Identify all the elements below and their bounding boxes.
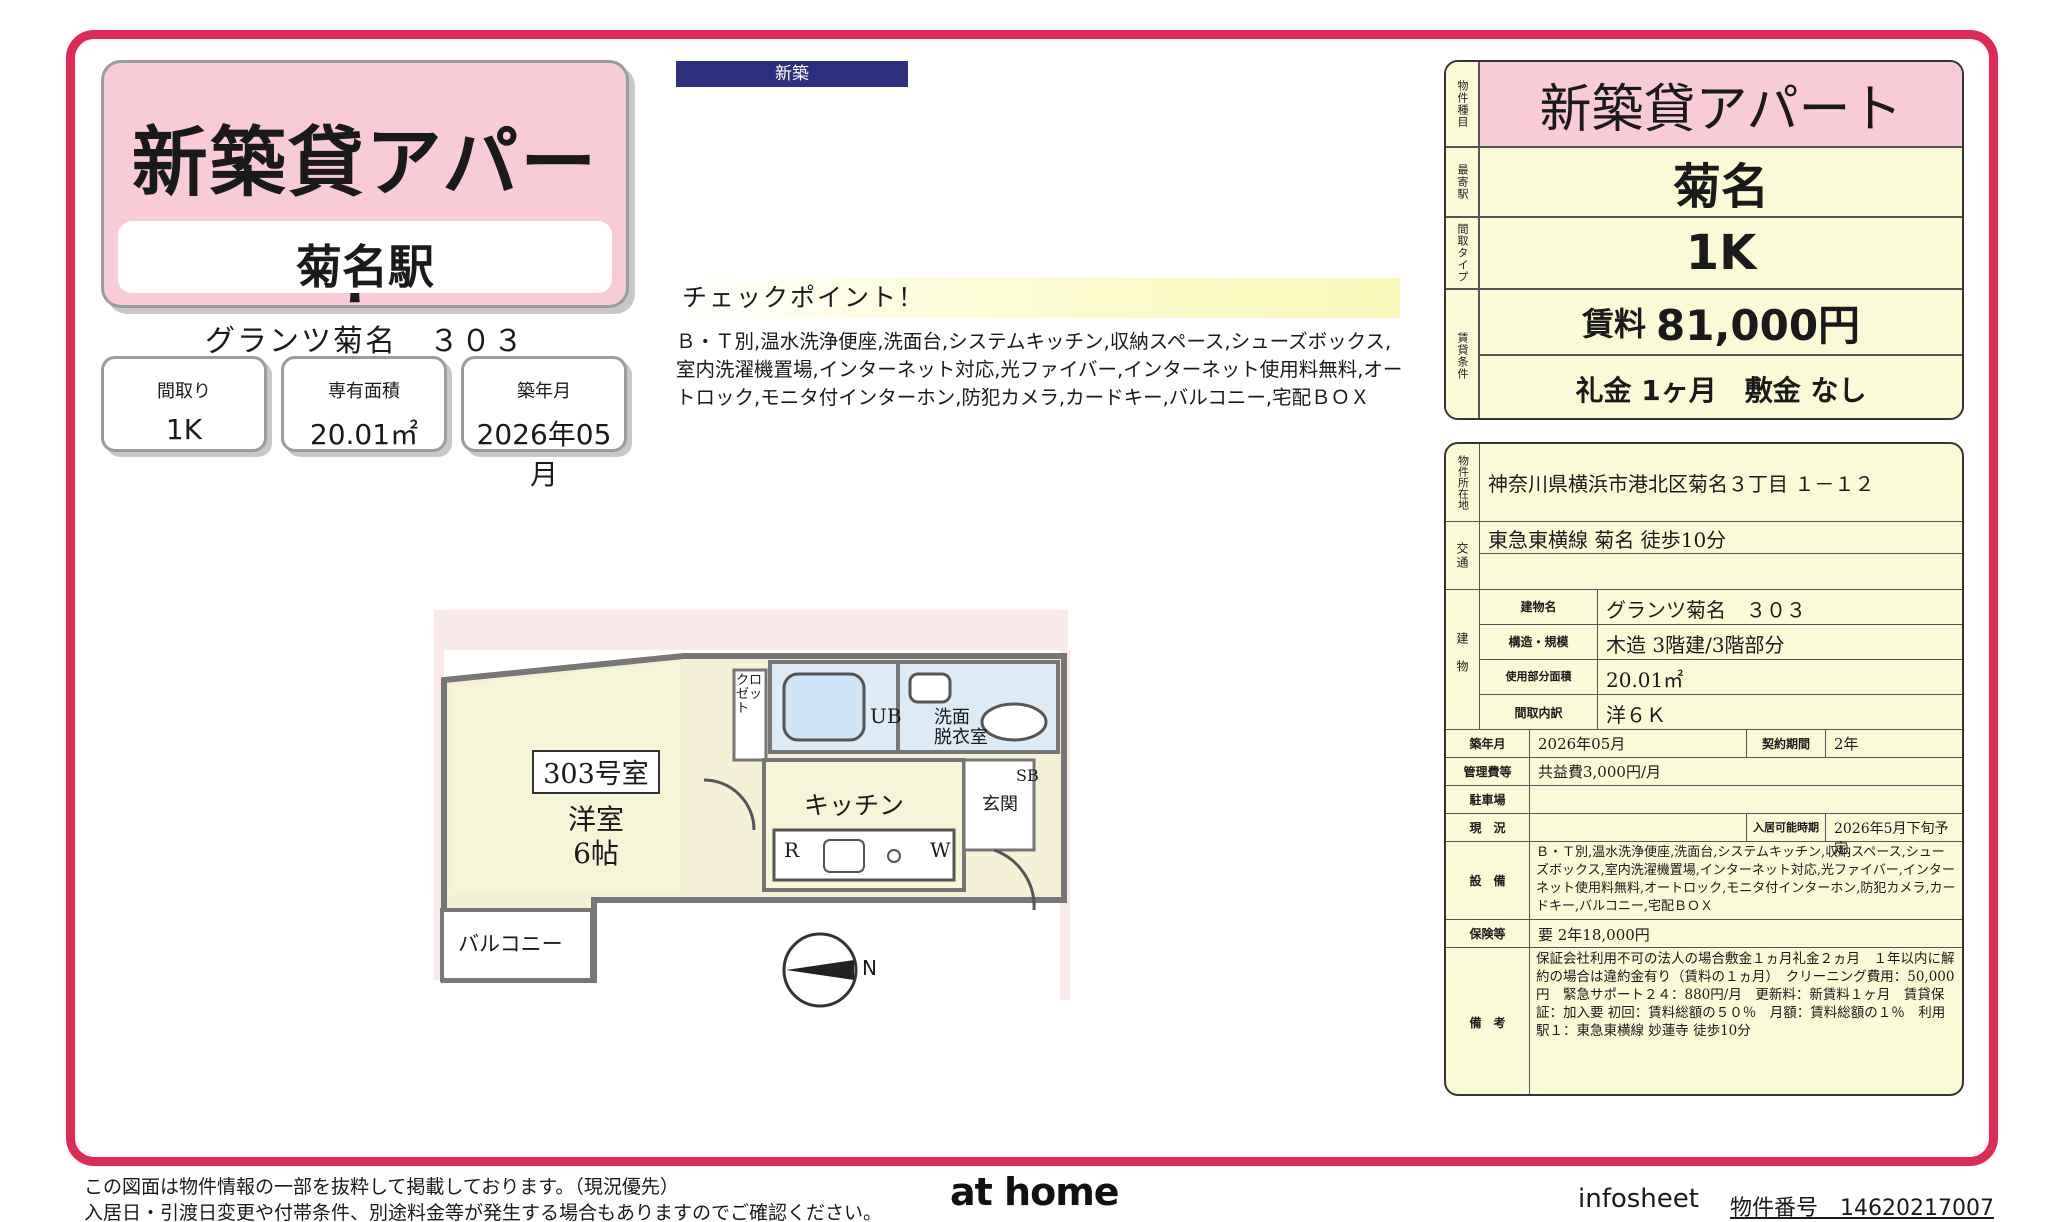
built-value: 2026年05月: [1538, 735, 1626, 753]
floor-plan: 303号室 洋室 6帖 キッチン UB 洗面 脱衣室 クロゼット 玄関 SB バ…: [434, 610, 1070, 1010]
floor-plan-drawing: [434, 610, 1070, 1010]
access-value: 東急東横線 菊名 徒歩10分: [1488, 528, 1727, 552]
summary-layout-label: 間取タイプ: [1446, 218, 1480, 288]
movein-label: 入居可能時期: [1746, 814, 1826, 841]
address-row: 物件所在地 神奈川県横浜市港北区菊名３丁目 １－１２: [1446, 444, 1962, 522]
summary-terms-row: 賃貸条件 賃料 81,000円 礼金 1ヶ月 敷金 なし: [1446, 290, 1962, 418]
structure-label: 構造・規模: [1480, 625, 1598, 659]
equipment-label: 設 備: [1446, 842, 1530, 919]
closet-label: クロゼット: [736, 673, 763, 716]
summary-type-row: 物件種目 新築貸アパート: [1446, 62, 1962, 148]
fridge-label: R: [784, 838, 800, 862]
footer-note: この図面は物件情報の一部を抜粋して掲載しております。（現況優先）: [84, 1176, 679, 1198]
access-line: 東急東横線 菊名 徒歩10分: [1480, 522, 1962, 554]
equipment-row: 設 備 Ｂ・Ｔ別,温水洗浄便座,洗面台,システムキッチン,収納スペース,シューズ…: [1446, 842, 1962, 920]
north-label: N: [862, 956, 877, 980]
built-row: 築年月 2026年05月 契約期間 2年: [1446, 730, 1962, 758]
property-number: 物件番号 14620217007: [1730, 1196, 1994, 1221]
area-row: 使用部分面積 20.01㎡: [1480, 660, 1962, 695]
room-number-label: 303号室: [532, 750, 660, 794]
status-label: 現 況: [1446, 814, 1530, 841]
spec-value: 1K: [165, 413, 203, 446]
building-name-value: グランツ菊名 ３０３: [1606, 598, 1806, 622]
summary-layout-value: 1K: [1685, 225, 1757, 281]
checkpoint-heading: チェックポイント！: [676, 278, 1400, 318]
parking-label: 駐車場: [1446, 786, 1530, 813]
new-build-badge: 新築: [676, 61, 908, 87]
contract-label: 契約期間: [1746, 730, 1826, 757]
fee-value: 共益費3,000円/月: [1538, 763, 1661, 781]
bath-label: UB: [870, 704, 902, 728]
building-name-label: 建物名: [1480, 590, 1598, 624]
area-value: 20.01㎡: [1606, 668, 1684, 692]
fee-label: 管理費等: [1446, 758, 1530, 785]
insurance-row: 保険等 要 2年18,000円: [1446, 920, 1962, 948]
remarks-row: 備 考 保証会社利用不可の法人の場合敷金１ヵ月礼金２ヵ月 １年以内に解約の場合は…: [1446, 948, 1962, 1094]
spec-value: 2026年05月: [476, 418, 612, 491]
movein-value: 2026年5月下旬予定: [1834, 821, 1949, 857]
entrance-label: 玄関: [982, 794, 1018, 815]
page-frame: [66, 30, 1998, 1166]
room-size-label: 6帖: [573, 837, 619, 870]
room-type-label: 洋室: [567, 803, 624, 836]
footer-note: 入居日・引渡日変更や付帯条件、別途料金等が発生する場合もありますのでご確認くださ…: [84, 1202, 883, 1222]
fee-row: 管理費等 共益費3,000円/月: [1446, 758, 1962, 786]
rooms-label: 間取内訳: [1480, 695, 1598, 730]
summary-layout-row: 間取タイプ 1K: [1446, 218, 1962, 290]
kitchen-label: キッチン: [804, 791, 905, 820]
station-box: 菊名駅: [118, 221, 612, 294]
insurance-label: 保険等: [1446, 920, 1530, 947]
summary-terms-label: 賃貸条件: [1446, 290, 1480, 418]
building-label: 建物: [1446, 590, 1480, 729]
rooms-value: 洋６Ｋ: [1606, 703, 1666, 727]
station-title: 菊名駅: [296, 240, 434, 294]
spec-built: 築年月 2026年05月: [461, 356, 627, 491]
summary-type-label: 物件種目: [1446, 62, 1480, 146]
built-label: 築年月: [1446, 730, 1530, 757]
rent-line: 賃料 81,000円: [1480, 290, 1962, 356]
checkpoint-body: Ｂ・Ｔ別,温水洗浄便座,洗面台,システムキッチン,収納スペース,シューズボックス…: [676, 330, 1403, 409]
washer-label: W: [930, 838, 951, 862]
title-card: 新築貸アパート 菊名駅: [101, 60, 629, 317]
rent-prefix: 賃料: [1581, 305, 1646, 343]
address-label: 物件所在地: [1446, 444, 1480, 521]
infosheet-label: infosheet: [1578, 1184, 1699, 1214]
summary-type-value: 新築貸アパート: [1539, 79, 1903, 140]
parking-row: 駐車場: [1446, 786, 1962, 814]
summary-station-row: 最寄駅 菊名: [1446, 148, 1962, 218]
remarks-value: 保証会社利用不可の法人の場合敷金１ヵ月礼金２ヵ月 １年以内に解約の場合は違約金有…: [1536, 951, 1955, 1039]
building-name-row: 建物名 グランツ菊名 ３０３: [1480, 590, 1962, 625]
insurance-value: 要 2年18,000円: [1538, 926, 1650, 944]
remarks-label: 備 考: [1446, 948, 1530, 1094]
summary-station-label: 最寄駅: [1446, 148, 1480, 216]
spec-layout: 間取り 1K: [101, 356, 267, 452]
athome-logo: at home: [950, 1170, 1120, 1214]
rooms-row: 間取内訳 洋６Ｋ: [1480, 695, 1962, 730]
building-row: 建物 建物名 グランツ菊名 ３０３ 構造・規模 木造 3階建/3階部分 使用部分…: [1446, 590, 1962, 730]
summary-panel: 物件種目 新築貸アパート 最寄駅 菊名 間取タイプ 1K 賃貸条件 賃料 81,…: [1444, 60, 1964, 420]
details-panel: 物件所在地 神奈川県横浜市港北区菊名３丁目 １－１２ 交通 東急東横線 菊名 徒…: [1444, 442, 1964, 1096]
structure-row: 構造・規模 木造 3階建/3階部分: [1480, 625, 1962, 660]
deposit-line: 礼金 1ヶ月 敷金 なし: [1575, 374, 1867, 407]
summary-station-value: 菊名: [1672, 159, 1769, 215]
spec-area: 専有面積 20.01㎡: [281, 356, 447, 452]
washroom-label: 洗面 脱衣室: [934, 707, 988, 748]
shoebox-label: SB: [1016, 766, 1039, 785]
structure-value: 木造 3階建/3階部分: [1606, 633, 1785, 657]
spec-label: 間取り: [157, 381, 211, 402]
balcony-label: バルコニー: [458, 932, 563, 956]
status-row: 現 況 入居可能時期 2026年5月下旬予定: [1446, 814, 1962, 857]
address-value: 神奈川県横浜市港北区菊名３丁目 １－１２: [1488, 472, 1875, 496]
spec-value: 20.01㎡: [309, 418, 419, 451]
equipment-value: Ｂ・Ｔ別,温水洗浄便座,洗面台,システムキッチン,収納スペース,シューズボックス…: [1536, 845, 1956, 914]
contract-value: 2年: [1834, 735, 1859, 753]
spec-label: 専有面積: [328, 381, 400, 402]
rent-value: 81,000円: [1655, 300, 1861, 350]
access-row: 交通 東急東横線 菊名 徒歩10分: [1446, 522, 1962, 590]
building-name: グランツ菊名 ３０３: [205, 324, 525, 359]
spec-label: 築年月: [517, 381, 571, 402]
area-label: 使用部分面積: [1480, 660, 1598, 694]
access-label: 交通: [1446, 522, 1480, 589]
